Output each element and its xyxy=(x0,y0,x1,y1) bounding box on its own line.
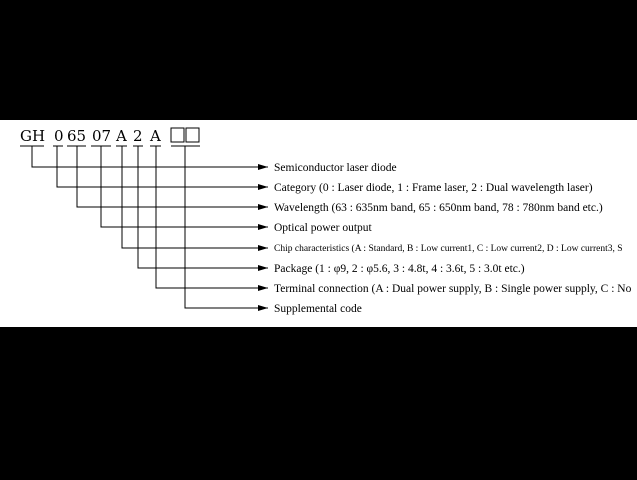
supplemental-box-1 xyxy=(170,127,185,143)
desc-supplemental-code: Supplemental code xyxy=(274,303,362,315)
connector-supplemental xyxy=(184,146,268,311)
desc-terminal-connection: Terminal connection (A : Dual power supp… xyxy=(274,283,632,295)
connector-terminal xyxy=(155,146,268,291)
desc-laser-diode: Semiconductor laser diode xyxy=(274,162,397,174)
part-number-diagram: GH 0 65 07 A 2 A xyxy=(20,127,632,315)
code-segment-series: GH xyxy=(20,127,45,145)
connector-power xyxy=(100,146,268,230)
connector-series xyxy=(31,146,268,170)
connector-lines xyxy=(31,146,268,311)
connector-chip xyxy=(121,146,268,251)
desc-chip-characteristics: Chip characteristics (A : Standard, B : … xyxy=(274,243,623,254)
connector-category xyxy=(56,146,268,190)
code-segment-power: 07 xyxy=(92,127,111,145)
connector-wavelength xyxy=(76,146,268,210)
code-segment-package: 2 xyxy=(133,127,143,145)
code-segment-terminal: A xyxy=(149,127,161,145)
desc-package: Package (1 : φ9, 2 : φ5.6, 3 : 4.8t, 4 :… xyxy=(274,263,525,275)
supplemental-box-2 xyxy=(185,127,200,143)
desc-wavelength: Wavelength (63 : 635nm band, 65 : 650nm … xyxy=(274,202,603,214)
desc-category: Category (0 : Laser diode, 1 : Frame las… xyxy=(274,182,593,194)
code-segment-chip: A xyxy=(115,127,127,145)
code-segment-wavelength: 65 xyxy=(67,127,86,145)
desc-optical-power: Optical power output xyxy=(274,222,373,234)
code-segment-category: 0 xyxy=(54,127,64,145)
model-code-panel: GH 0 65 07 A 2 A xyxy=(0,120,637,327)
connector-package xyxy=(137,146,268,271)
